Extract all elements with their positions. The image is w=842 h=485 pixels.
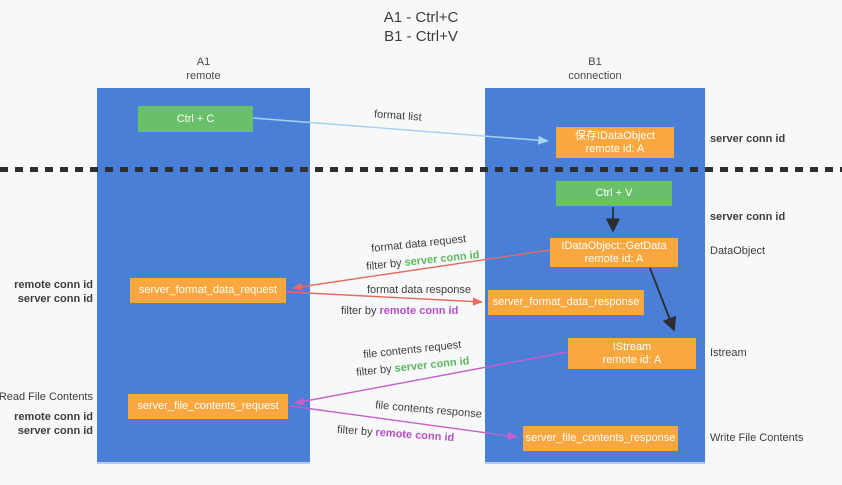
node-istream-line2: remote id: A	[602, 353, 662, 366]
node-server-file-contents-response: server_file_contents_response	[523, 426, 678, 451]
right-label-dataobject: DataObject	[710, 245, 766, 257]
remote-conn-id-text: remote conn id	[379, 305, 459, 317]
node-idataobject-getdata: IDataObject::GetData remote id: A	[550, 238, 678, 267]
right-label-server-conn-id-2: server conn id	[710, 211, 786, 223]
node-ctrl-c: Ctrl + C	[138, 106, 253, 132]
node-getdata-line2: remote id: A	[584, 252, 644, 265]
title-line-2: B1 - Ctrl+V	[384, 28, 458, 45]
left-label-remote-conn-id-1: remote conn id	[14, 279, 93, 291]
format-data-response-arrow	[286, 291, 483, 306]
file-contents-request-arrow	[294, 351, 568, 406]
node-server-file-contents-request: server_file_contents_request	[128, 394, 288, 419]
diagram-title: A1 - Ctrl+C B1 - Ctrl+V	[0, 8, 842, 46]
node-format-response-label: server_format_data_response	[492, 296, 640, 308]
node-istream: IStream remote id: A	[568, 338, 696, 369]
label-format-data-response: format data response	[367, 284, 471, 296]
node-save-idataobject-line2: remote id: A	[585, 142, 645, 155]
right-label-write-file-contents: Write File Contents	[710, 432, 804, 444]
node-format-request-label: server_format_data_request	[138, 284, 278, 296]
title-line-1: A1 - Ctrl+C	[383, 9, 459, 26]
lane-header-a1: A1 remote	[97, 55, 310, 83]
lane-a1-role: remote	[186, 70, 221, 82]
dotted-divider-line	[0, 167, 842, 172]
filter-by-text: filter by	[336, 423, 373, 439]
filter-by-text: filter by	[341, 305, 377, 317]
format-data-request-arrow	[292, 249, 551, 291]
left-label-read-file-contents: Read File Contents	[0, 391, 93, 403]
left-label-remote-conn-id-2: remote conn id	[14, 411, 93, 423]
node-save-idataobject-line1: 保存IDataObject	[574, 129, 656, 142]
node-istream-line1: IStream	[612, 340, 652, 353]
getdata-to-istream-arrow	[649, 267, 677, 332]
lane-header-b1: B1 connection	[485, 55, 705, 83]
format-list-arrow	[252, 117, 549, 145]
node-file-response-label: server_file_contents_response	[525, 432, 676, 444]
node-save-idataobject: 保存IDataObject remote id: A	[556, 127, 674, 158]
left-label-server-conn-id-1: server conn id	[17, 293, 93, 305]
node-server-format-data-response: server_format_data_response	[488, 290, 644, 315]
node-ctrl-c-label: Ctrl + C	[176, 112, 215, 125]
left-label-server-conn-id-2: server conn id	[17, 425, 93, 437]
right-label-server-conn-id-1: server conn id	[710, 133, 786, 145]
lane-a1-id: A1	[196, 56, 211, 68]
lane-b1-role: connection	[568, 70, 622, 82]
node-file-request-label: server_file_contents_request	[137, 400, 279, 412]
node-getdata-line1: IDataObject::GetData	[561, 239, 667, 252]
node-ctrl-v-label: Ctrl + V	[595, 187, 633, 199]
lane-b1-id: B1	[588, 56, 602, 68]
file-contents-response-arrow	[289, 405, 518, 440]
node-ctrl-v: Ctrl + V	[556, 181, 672, 206]
node-server-format-data-request: server_format_data_request	[130, 278, 286, 303]
right-label-istream: Istream	[710, 347, 747, 359]
